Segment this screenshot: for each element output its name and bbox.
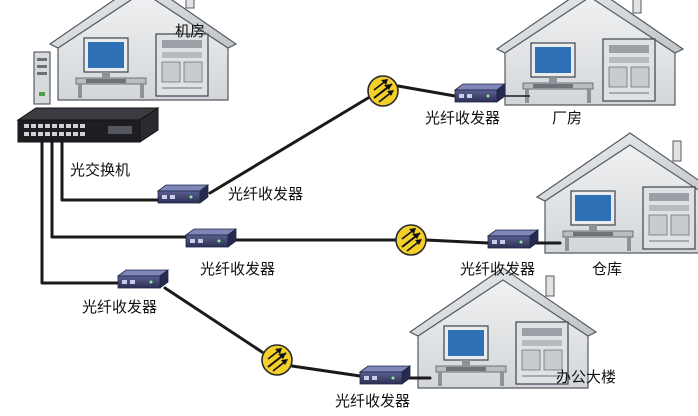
server-tower-icon (33, 51, 51, 105)
label-transceiver-2: 光纤收发器 (200, 260, 275, 278)
house-warehouse (536, 132, 698, 254)
fiber-splice-icon (395, 224, 427, 256)
house-server-room (49, 0, 237, 101)
house-factory (496, 0, 684, 106)
label-transceiver-office: 光纤收发器 (335, 392, 410, 410)
label-warehouse: 仓库 (592, 260, 622, 278)
fiber-transceiver-icon (117, 269, 169, 289)
fiber-line-office (40, 136, 120, 285)
fiber-transceiver-icon (487, 229, 539, 249)
fiber-transceiver-icon (157, 184, 209, 204)
label-transceiver-warehouse: 光纤收发器 (460, 260, 535, 278)
fiber-transceiver-icon (454, 83, 506, 103)
house-icon (49, 0, 237, 101)
fiber-line-factory (60, 136, 160, 202)
label-optical-switch: 光交换机 (70, 161, 130, 179)
fiber-transceiver-icon (359, 365, 411, 385)
label-transceiver-3: 光纤收发器 (82, 298, 157, 316)
label-server-room: 机房 (175, 22, 205, 40)
label-transceiver-factory: 光纤收发器 (425, 109, 500, 127)
label-transceiver-1: 光纤收发器 (228, 185, 303, 203)
fiber-splice-icon (261, 344, 293, 376)
fiber-splice-icon (367, 75, 399, 107)
fiber-links (40, 84, 562, 380)
house-icon (496, 0, 684, 106)
house-icon (536, 132, 698, 254)
fiber-transceiver-icon (185, 228, 237, 248)
fiber-line-warehouse (50, 136, 188, 239)
label-factory: 厂房 (552, 109, 582, 127)
network-switch-icon (16, 107, 160, 143)
label-office: 办公大楼 (556, 368, 616, 386)
